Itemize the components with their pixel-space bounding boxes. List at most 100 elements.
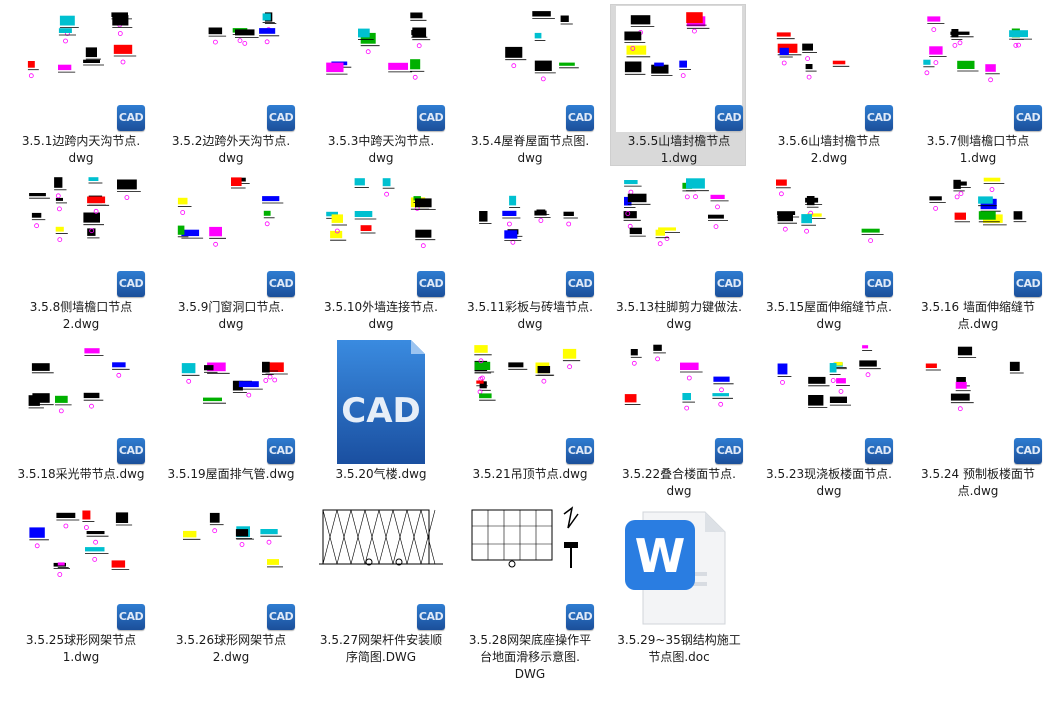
file-name-line: 3.5.20气楼.dwg	[335, 467, 427, 481]
file-name-line: DWG	[514, 667, 546, 681]
file-name-line: dwg	[218, 317, 244, 331]
file-name-line: 3.5.23现浇板楼面节点.	[766, 467, 892, 481]
cad-badge-icon: CAD	[715, 271, 743, 297]
file-name-line: 3.5.25球形网架节点	[25, 633, 137, 647]
file-name-line: dwg	[517, 151, 543, 165]
file-name-line: 3.5.16 墙面伸缩缝节	[921, 300, 1035, 314]
file-name-line: 3.5.21吊顶节点.dwg	[472, 467, 588, 481]
file-name: 3.5.1边跨内天沟节点. dwg	[13, 133, 149, 167]
file-name-line: 点.dwg	[957, 484, 999, 498]
file-name-line: 3.5.26球形网架节点	[175, 633, 287, 647]
cad-badge-icon: CAD	[417, 604, 445, 630]
file-name: 3.5.3中跨天沟节点.dwg	[313, 133, 449, 167]
file-name: 3.5.13柱脚剪力键做法. dwg	[611, 299, 747, 333]
file-name: 3.5.27网架杆件安装顺序简图.DWG	[313, 632, 449, 666]
file-item[interactable]: CAD 3.5.10外墙连接节点. dwg	[312, 170, 448, 332]
file-name-line: 3.5.15屋面伸缩缝节点.	[766, 300, 892, 314]
file-name: 3.5.21吊顶节点.dwg	[462, 466, 598, 483]
file-name-line: 台地面滑移示意图.	[480, 650, 580, 664]
file-name: 3.5.2边跨外天沟节点.dwg	[163, 133, 299, 167]
file-name-line: dwg	[368, 317, 394, 331]
cad-badge-icon: CAD	[267, 438, 295, 464]
file-name-line: 3.5.22叠合楼面节点.	[622, 467, 736, 481]
file-name-line: 3.5.27网架杆件安装顺	[319, 633, 443, 647]
file-name-line: 3.5.2边跨外天沟节点.	[171, 134, 291, 148]
cad-badge-icon: CAD	[267, 105, 295, 131]
file-item[interactable]: CAD 3.5.1边跨内天沟节点. dwg	[12, 4, 148, 166]
file-item[interactable]: CAD 3.5.9门窗洞口节点. dwg	[162, 170, 298, 332]
file-name-line: dwg	[68, 151, 94, 165]
cad-badge-icon: CAD	[417, 105, 445, 131]
file-item[interactable]: CAD 3.5.20气楼.dwg	[312, 337, 448, 499]
file-item[interactable]: CAD 3.5.15屋面伸缩缝节点. dwg	[760, 170, 896, 332]
file-name: 3.5.22叠合楼面节点.dwg	[611, 466, 747, 500]
cad-badge-icon: CAD	[715, 438, 743, 464]
file-thumbnail	[916, 173, 1040, 297]
cad-badge-icon: CAD	[566, 105, 594, 131]
cad-badge-icon: CAD	[1014, 105, 1042, 131]
file-name-line: dwg	[816, 484, 842, 498]
file-thumbnail	[319, 506, 443, 630]
file-name-line: 3.5.18采光带节点.dwg	[17, 467, 145, 481]
file-name-line: 1.dwg	[959, 151, 997, 165]
file-name-line: 3.5.19屋面排气管.dwg	[167, 467, 295, 481]
file-thumbnail	[19, 7, 143, 131]
file-name-line: 2.dwg	[810, 151, 848, 165]
file-name: 3.5.10外墙连接节点. dwg	[313, 299, 449, 333]
file-name: 3.5.9门窗洞口节点. dwg	[163, 299, 299, 333]
file-thumbnail	[19, 506, 143, 630]
file-name-line: 3.5.5山墙封檐节点	[627, 134, 731, 148]
file-name: 3.5.18采光带节点.dwg	[13, 466, 149, 483]
file-name-line: dwg	[816, 317, 842, 331]
file-name-line: 3.5.28网架底座操作平	[468, 633, 592, 647]
file-name-line: 3.5.1边跨内天沟节点.	[21, 134, 141, 148]
cad-badge-icon: CAD	[117, 105, 145, 131]
file-name-line: 3.5.10外墙连接节点.	[324, 300, 438, 314]
file-name-line: 点.dwg	[957, 317, 999, 331]
cad-badge-icon: CAD	[865, 271, 893, 297]
file-name-line: 3.5.29~35钢结构施工	[617, 633, 741, 647]
file-name: 3.5.4屋脊屋面节点图.dwg	[462, 133, 598, 167]
cad-badge-icon: CAD	[117, 438, 145, 464]
cad-badge-icon: CAD	[865, 105, 893, 131]
file-name: 3.5.29~35钢结构施工节点图.doc	[611, 632, 747, 666]
file-item[interactable]: CAD 3.5.19屋面排气管.dwg	[162, 337, 298, 499]
file-name: 3.5.28网架底座操作平台地面滑移示意图. DWG	[462, 632, 598, 683]
file-name: 3.5.24 预制板楼面节点.dwg	[910, 466, 1046, 500]
file-item[interactable]: CAD 3.5.18采光带节点.dwg	[12, 337, 148, 499]
file-name: 3.5.25球形网架节点 1.dwg	[13, 632, 149, 666]
file-item[interactable]: W 3.5.29~35钢结构施工节点图.doc	[610, 503, 746, 665]
file-name-line: 1.dwg	[62, 650, 100, 664]
file-item[interactable]: CAD 3.5.13柱脚剪力键做法. dwg	[610, 170, 746, 332]
cad-badge-icon: CAD	[117, 271, 145, 297]
file-name-line: 2.dwg	[62, 317, 100, 331]
file-name-line: 3.5.3中跨天沟节点.	[327, 134, 435, 148]
cad-file-icon: CAD	[319, 340, 443, 464]
cad-badge-icon: CAD	[417, 271, 445, 297]
file-name: 3.5.23现浇板楼面节点. dwg	[761, 466, 897, 500]
cad-badge-icon: CAD	[267, 271, 295, 297]
file-name-line: 3.5.13柱脚剪力键做法.	[616, 300, 742, 314]
file-name-line: dwg	[666, 317, 692, 331]
file-name-line: 3.5.9门窗洞口节点.	[177, 300, 285, 314]
